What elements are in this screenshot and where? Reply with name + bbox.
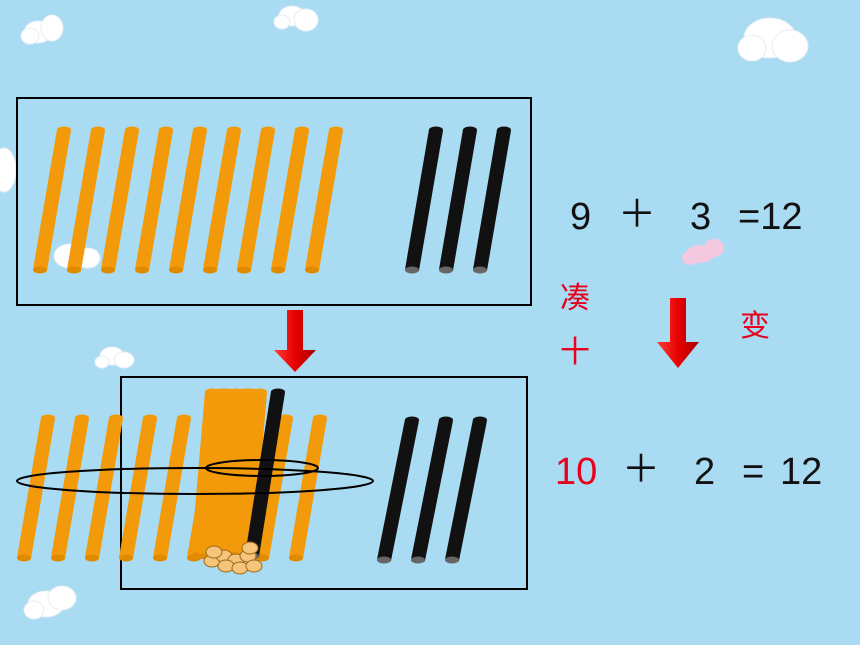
top-stick-box	[16, 97, 532, 306]
bottom-stick-box	[120, 376, 528, 590]
stick-end	[245, 559, 263, 573]
equation-1-addend-b: 3	[690, 196, 712, 238]
change-arrow-icon	[657, 298, 699, 368]
change-label: 变	[740, 309, 770, 344]
orange-stick	[289, 414, 327, 562]
orange-stick	[17, 414, 55, 562]
top-orange-sticks	[33, 126, 343, 274]
orange-stick	[101, 126, 139, 274]
cloud-icon	[682, 239, 724, 265]
equation-2-addend-b: 2	[694, 451, 716, 493]
equation-2-addend-a: 10	[555, 451, 598, 493]
black-stick	[377, 416, 419, 564]
stick-end	[217, 559, 235, 573]
black-stick	[439, 126, 477, 274]
rubber-band-loop	[205, 459, 319, 477]
equation-1-plus: ＋	[618, 194, 657, 236]
orange-stick	[67, 126, 105, 274]
bottom-orange-sticks	[17, 414, 327, 562]
black-stick	[445, 416, 487, 564]
orange-stick	[119, 414, 157, 562]
orange-stick	[237, 126, 275, 274]
orange-stick	[135, 126, 173, 274]
make-ten-label-top: 凑	[560, 281, 590, 316]
cloud-icon	[23, 585, 77, 620]
make-ten-label-bottom: 十	[560, 335, 590, 370]
cloud-icon	[737, 17, 809, 63]
cloud-icon	[0, 147, 17, 193]
orange-stick	[169, 126, 207, 274]
orange-stick	[85, 414, 123, 562]
down-arrow-icon	[274, 310, 316, 372]
equation-1-result: =12	[738, 196, 803, 238]
cloud-icon	[273, 5, 319, 32]
orange-stick	[255, 414, 293, 562]
rubber-band-loop	[16, 467, 374, 495]
cloud-icon	[94, 346, 135, 369]
equation-2-plus: ＋	[622, 449, 661, 491]
equation-2-result: 12	[780, 451, 823, 493]
top-black-sticks	[405, 126, 511, 274]
bottom-black-sticks	[377, 416, 487, 564]
orange-stick	[305, 126, 343, 274]
stick-end	[205, 545, 223, 559]
stick-end	[231, 561, 249, 575]
orange-stick	[153, 414, 191, 562]
black-stick	[411, 416, 453, 564]
orange-stick	[51, 414, 89, 562]
cloud-icon	[20, 14, 64, 45]
orange-stick	[271, 126, 309, 274]
black-stick	[473, 126, 511, 274]
stick-end	[241, 541, 259, 555]
equation-1-addend-a: 9	[570, 196, 592, 238]
orange-stick	[33, 126, 71, 274]
black-stick	[405, 126, 443, 274]
equation-2-equals: =	[742, 451, 765, 493]
orange-stick	[203, 126, 241, 274]
